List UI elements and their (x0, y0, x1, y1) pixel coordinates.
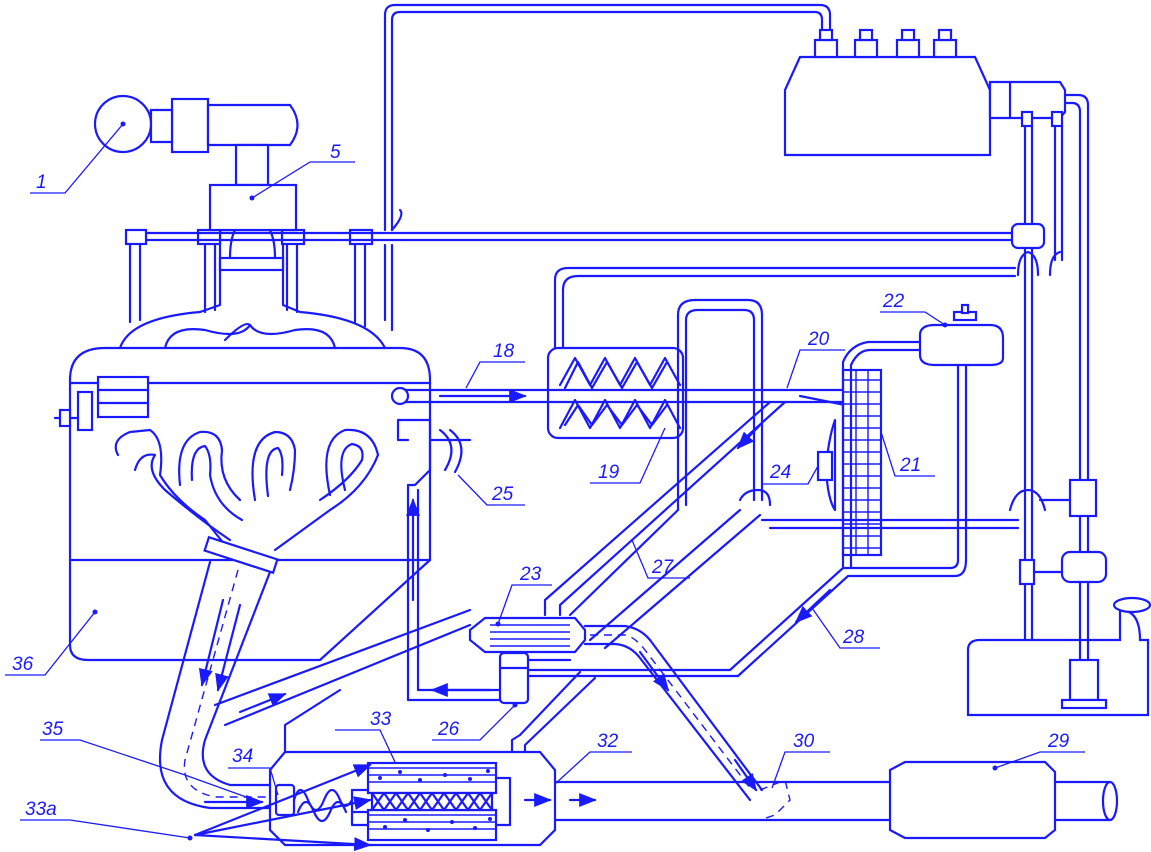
label-26-text: 26 (437, 719, 460, 740)
label-5: 5 (249, 142, 355, 201)
label-36-text: 36 (12, 654, 34, 675)
expansion-tank (918, 303, 1005, 562)
33a-arrows (193, 763, 372, 852)
label-33a: 33а (20, 799, 193, 841)
catalyst-housing (268, 670, 597, 847)
air-intake (93, 94, 299, 232)
label-25-text: 25 (491, 484, 514, 505)
label-1-text: 1 (36, 172, 47, 193)
label-20: 20 (786, 329, 845, 389)
fuel-lines-right (1010, 93, 1090, 657)
label-22: 22 (880, 291, 948, 328)
label-26: 26 (432, 702, 518, 741)
coolant-riser (676, 298, 764, 512)
label-19-text: 19 (598, 462, 620, 483)
valve-26 (498, 651, 572, 705)
control-unit (783, 28, 1067, 157)
label-33: 33 (335, 709, 396, 763)
label-36: 36 (5, 609, 98, 676)
label-23-text: 23 (519, 564, 542, 585)
label-5-text: 5 (330, 142, 341, 163)
label-28: 28 (811, 607, 880, 649)
label-29-text: 29 (1047, 731, 1070, 752)
label-32: 32 (554, 731, 632, 785)
label-34-text: 34 (232, 746, 253, 767)
radiator (816, 340, 927, 570)
label-21-text: 21 (899, 455, 921, 476)
label-20-text: 20 (807, 329, 830, 350)
label-32-text: 32 (597, 731, 619, 752)
label-22-text: 22 (882, 291, 905, 312)
label-30: 30 (771, 731, 830, 789)
label-18-text: 18 (493, 341, 515, 362)
label-28-text: 28 (842, 627, 865, 648)
label-27: 27 (631, 539, 690, 579)
coolant-return (518, 488, 1020, 678)
engine-block (53, 346, 432, 662)
egr-cooler (468, 616, 764, 802)
fuel-return-line (385, 3, 832, 332)
coolant-loop (553, 266, 1017, 362)
label-29: 29 (992, 731, 1085, 771)
label-35-text: 35 (42, 719, 64, 740)
label-34: 34 (228, 746, 279, 796)
label-35: 35 (40, 719, 264, 810)
exhaust-manifold (114, 428, 380, 810)
tailpipe (523, 760, 1119, 840)
label-18: 18 (465, 341, 525, 389)
fuel-tank (966, 478, 1151, 717)
label-21: 21 (880, 431, 935, 477)
label-19: 19 (590, 427, 666, 484)
label-33-text: 33 (370, 709, 392, 730)
label-1: 1 (30, 121, 126, 194)
heat-exchanger (390, 346, 862, 440)
intake-manifold (118, 216, 1017, 350)
pipe-27 (543, 400, 787, 650)
label-24-text: 24 (769, 462, 791, 483)
label-27-text: 27 (651, 557, 675, 578)
bypass-pipe (213, 608, 472, 727)
label-33a-text: 33а (25, 799, 57, 820)
label-30-text: 30 (793, 731, 815, 752)
label-23: 23 (495, 564, 552, 627)
label-25: 25 (457, 474, 525, 506)
valve-25 (396, 418, 502, 702)
label-24: 24 (763, 462, 819, 485)
